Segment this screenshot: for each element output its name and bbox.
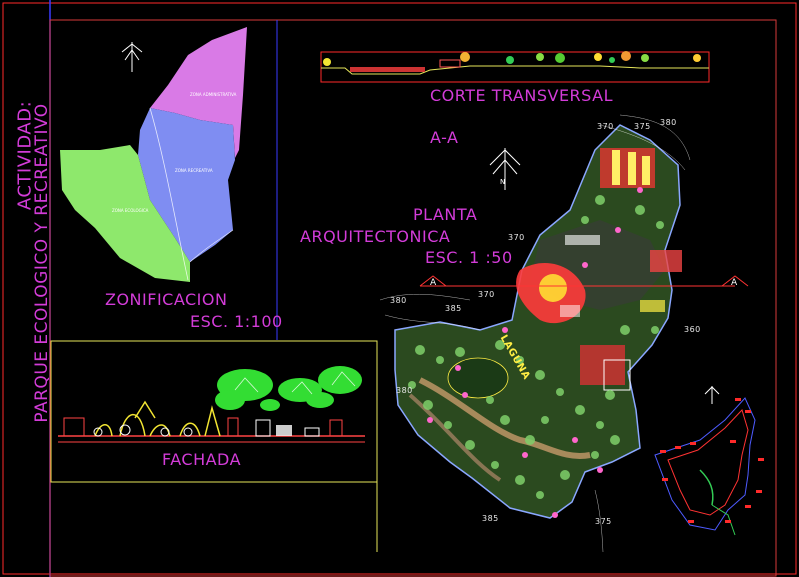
section-title: CORTE TRANSVERSAL bbox=[430, 86, 613, 105]
zoning-map bbox=[60, 27, 247, 282]
cut-marker-left: A bbox=[430, 278, 437, 288]
inner-frame bbox=[49, 19, 777, 577]
north-arrow-zoning bbox=[121, 42, 143, 72]
zone-recreational bbox=[138, 108, 235, 262]
north-arrow-location bbox=[704, 386, 720, 404]
zone-ecological bbox=[60, 145, 190, 282]
cut-marker-right: A bbox=[731, 278, 738, 288]
cross-section-drawing bbox=[320, 51, 710, 83]
zone-label-recreational: ZONA RECREATIVA bbox=[175, 168, 213, 173]
zoning-title: ZONIFICACION bbox=[105, 290, 228, 309]
zone-administrative bbox=[150, 27, 247, 158]
location-plan bbox=[654, 397, 764, 536]
sheet-title-line2: PARQUE ECOLOGICO Y RECREATIVO bbox=[32, 103, 52, 423]
facade-drawing bbox=[58, 366, 365, 443]
facade-title: FACHADA bbox=[162, 450, 242, 469]
north-arrow-plan: N bbox=[489, 148, 521, 190]
zoning-scale: ESC. 1:100 bbox=[190, 312, 283, 331]
svg-text:N: N bbox=[500, 178, 505, 186]
plan-scale: ESC. 1 :50 bbox=[425, 248, 513, 267]
plan-title-line2: ARQUITECTONICA bbox=[300, 227, 451, 246]
facade-viewport-frame bbox=[50, 340, 378, 483]
contour-label: 375 bbox=[595, 517, 612, 526]
contour-label: 370 bbox=[478, 290, 495, 299]
site-plan bbox=[379, 114, 749, 553]
contour-label: 370 bbox=[508, 233, 525, 242]
contour-label: 380 bbox=[390, 296, 407, 305]
plan-title-line1: PLANTA bbox=[413, 205, 478, 224]
site-boundary bbox=[394, 124, 681, 519]
contour-label: 380 bbox=[660, 118, 677, 127]
contour-label: 370 bbox=[597, 122, 614, 131]
contour-label: 380 bbox=[396, 386, 413, 395]
cut-line-a-a bbox=[419, 275, 749, 287]
contour-label: 360 bbox=[684, 325, 701, 334]
contour-label: 385 bbox=[482, 514, 499, 523]
contour-label: 385 bbox=[445, 304, 462, 313]
zone-label-administrative: ZONA ADMINISTRATIVA bbox=[190, 92, 237, 97]
contour-label: 375 bbox=[634, 122, 651, 131]
zone-label-ecological: ZONA ECOLOGICA bbox=[112, 208, 149, 213]
section-cut-label: A-A bbox=[430, 128, 459, 147]
